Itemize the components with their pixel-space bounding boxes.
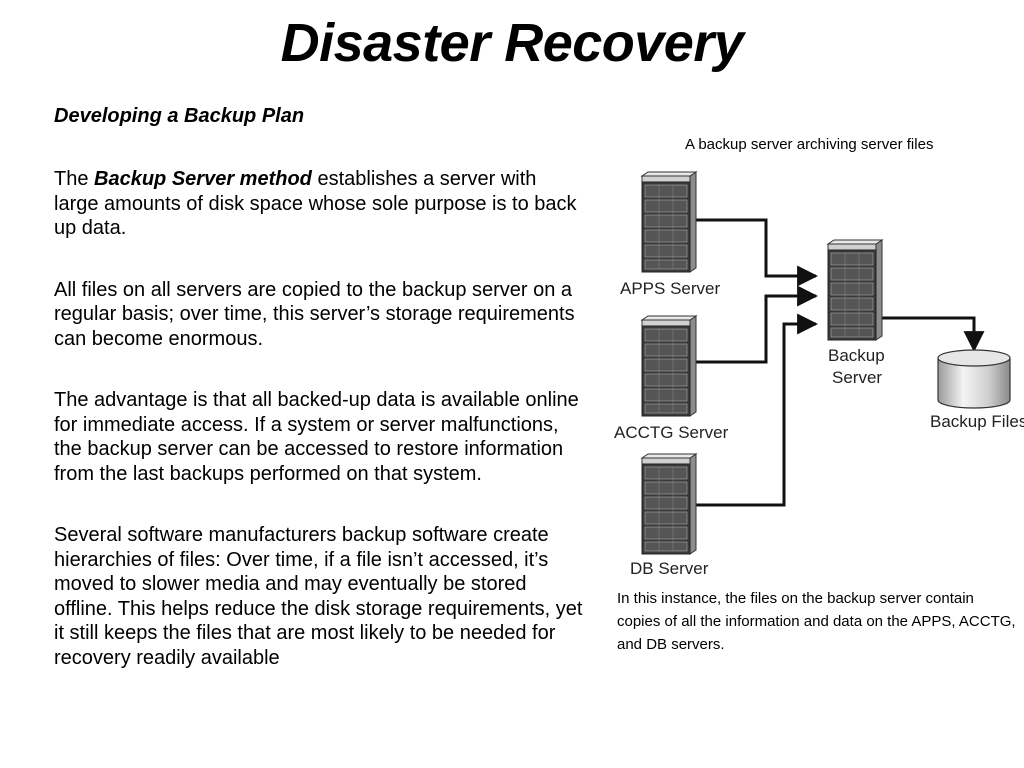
backup-files-label: Backup Files	[930, 412, 1024, 431]
apps-server-icon	[641, 171, 697, 273]
slide-subtitle: Developing a Backup Plan	[54, 105, 305, 127]
backup-server-label-line1: Backup	[828, 346, 885, 365]
paragraph-backup-method: The Backup Server method establishes a s…	[54, 167, 584, 241]
backup-server-label-line2: Server	[832, 368, 882, 387]
backup-diagram: APPS Server ACCTG Server DB Server Backu…	[600, 130, 1024, 590]
db-server-icon	[641, 453, 697, 555]
db-server-label: DB Server	[630, 559, 709, 578]
p1-prefix: The	[54, 168, 95, 190]
backup-files-icon	[937, 349, 1011, 409]
backup-diagram-svg: APPS Server ACCTG Server DB Server Backu…	[614, 171, 1024, 578]
backup-server-icon	[827, 239, 883, 341]
paragraph-hierarchies: Several software manufacturers backup so…	[54, 524, 583, 669]
connector-acctg	[694, 285, 819, 364]
apps-server-label: APPS Server	[620, 279, 720, 298]
connector-apps	[694, 218, 819, 287]
paragraph-advantage: The advantage is that all backed-up data…	[54, 389, 579, 485]
paragraph-copy-files: All files on all servers are copied to t…	[54, 278, 575, 350]
acctg-server-icon	[641, 315, 697, 417]
connector-db	[694, 313, 819, 507]
acctg-server-label: ACCTG Server	[614, 423, 729, 442]
slide-title: Disaster Recovery	[280, 13, 744, 73]
backup-server-method-term: Backup Server method	[94, 168, 312, 190]
diagram-note: In this instance, the files on the backu…	[617, 590, 1016, 653]
body-text: The Backup Server method establishes a s…	[54, 167, 584, 707]
connector-files	[880, 316, 985, 353]
p1-suffix: establishes a server with large amounts …	[54, 168, 577, 239]
diagram-caption: A backup server archiving server files	[685, 136, 934, 153]
